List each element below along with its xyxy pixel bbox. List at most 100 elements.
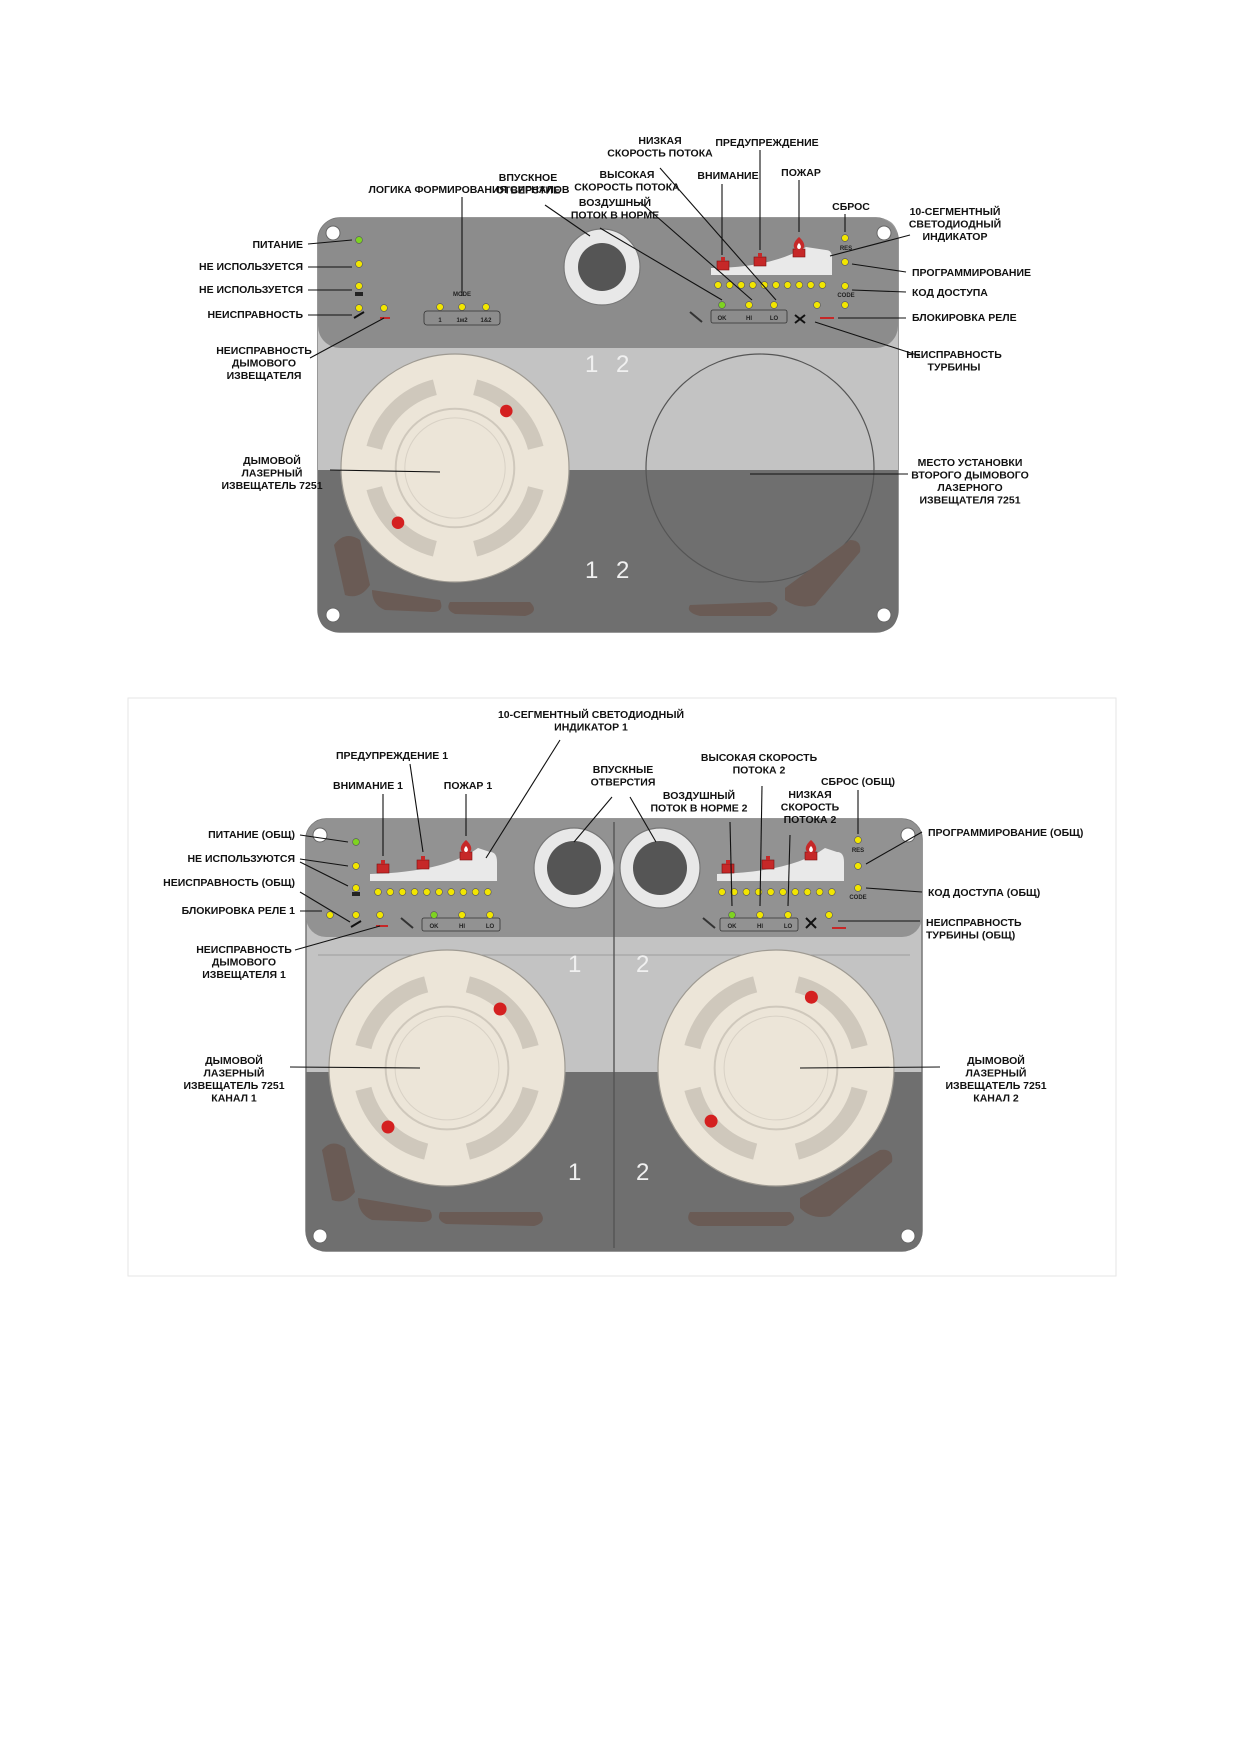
detector-vent-segment bbox=[355, 976, 429, 1050]
bargraph-2-segment-led bbox=[828, 888, 836, 896]
turbine-icon bbox=[794, 314, 806, 324]
flow-lo-1-text: LO bbox=[486, 924, 495, 930]
label-flow-ok: ПОТОК В НОРМЕ bbox=[571, 210, 659, 222]
detector-chamber bbox=[394, 407, 516, 529]
reset-text: RES bbox=[852, 848, 864, 854]
attention-1-icon-top bbox=[381, 860, 385, 864]
attention-icon bbox=[716, 257, 730, 271]
detector-led-dot bbox=[381, 1120, 395, 1134]
leader-warning-1 bbox=[409, 763, 424, 853]
warning-icon bbox=[753, 253, 767, 267]
leader-high-flow bbox=[639, 201, 753, 301]
bargraph-2-segment-led bbox=[730, 888, 738, 896]
leader-detector-2 bbox=[799, 1066, 941, 1069]
power-led bbox=[355, 236, 363, 244]
programming-led bbox=[854, 862, 862, 870]
label-reset-group: СБРОС bbox=[832, 201, 870, 213]
bargraph-segment-led bbox=[783, 281, 792, 289]
label-access-code: КОД ДОСТУПА (ОБЩ) bbox=[928, 887, 1040, 899]
attention-icon-top bbox=[721, 257, 725, 261]
leader-detector-fault-1 bbox=[294, 925, 381, 951]
label-programming: ПРОГРАММИРОВАНИЕ (ОБЩ) bbox=[928, 827, 1083, 839]
smoke-detector bbox=[340, 353, 570, 583]
label-access-code-group: КОД ДОСТУПА bbox=[912, 287, 988, 299]
bargraph-segment-led bbox=[714, 281, 722, 289]
grip-pad bbox=[448, 602, 534, 616]
label-detector-2: ИЗВЕЩАТЕЛЬ 7251 bbox=[945, 1080, 1046, 1092]
led-indicator bbox=[784, 911, 792, 919]
channel-number-top-2: 2 bbox=[636, 951, 649, 978]
detector-vent-segment bbox=[473, 486, 544, 557]
detector-fault-led bbox=[376, 911, 384, 919]
label-detector: ДЫМОВОЙ bbox=[243, 454, 301, 467]
mount-hole bbox=[312, 827, 328, 843]
label-bargraph-1: ИНДИКАТОР 1 bbox=[554, 722, 628, 734]
leader-fault bbox=[299, 891, 351, 923]
bargraph-segment-led bbox=[772, 281, 780, 289]
grip-pad bbox=[800, 1149, 893, 1217]
label-reset: СБРОС (ОБЩ) bbox=[821, 776, 895, 788]
label-power-group: ПИТАНИЕ (ОБЩ) bbox=[208, 829, 295, 841]
warning-1-icon bbox=[416, 856, 430, 870]
grip-pad bbox=[785, 540, 861, 607]
label-access-code-group: КОД ДОСТУПА (ОБЩ) bbox=[928, 887, 1040, 899]
label-fault-group: НЕИСПРАВНОСТЬ (ОБЩ) bbox=[163, 877, 295, 889]
label-warning-1: ПРЕДУПРЕЖДЕНИЕ 1 bbox=[336, 750, 448, 762]
label-inlet: ОТВЕРСТИЕ bbox=[496, 185, 560, 197]
label-detector-fault: ИЗВЕЩАТЕЛЯ bbox=[227, 370, 302, 382]
label-warning-group: ПРЕДУПРЕЖДЕНИЕ bbox=[715, 137, 818, 149]
fault-icon bbox=[352, 892, 360, 896]
second-detector-place bbox=[645, 353, 875, 583]
flow-box bbox=[710, 309, 788, 324]
label-fire-1-group: ПОЖАР 1 bbox=[444, 780, 493, 792]
label-unused-b-group: НЕ ИСПОЛЬЗУЕТСЯ bbox=[199, 284, 303, 296]
label-detector-1: ИЗВЕЩАТЕЛЬ 7251 bbox=[183, 1080, 284, 1092]
label-fire-1: ПОЖАР 1 bbox=[444, 780, 493, 792]
bargraph-segment-led bbox=[749, 281, 757, 289]
label-detector-2: ДЫМОВОЙ bbox=[967, 1054, 1025, 1067]
label-power-group: ПИТАНИЕ bbox=[252, 239, 303, 251]
led-indicator bbox=[482, 303, 490, 311]
label-attention: ВНИМАНИЕ bbox=[697, 170, 758, 182]
label-second-place: МЕСТО УСТАНОВКИ bbox=[918, 457, 1023, 469]
label-turbine-fault: ТУРБИНЫ bbox=[928, 362, 981, 374]
airflow-icon bbox=[689, 311, 703, 323]
bargraph-2-segment-led bbox=[718, 888, 726, 896]
bargraph-segment-led bbox=[818, 281, 827, 289]
led-indicator bbox=[430, 911, 438, 919]
leader-power bbox=[299, 834, 349, 843]
leader-access-code bbox=[851, 289, 907, 293]
warning-icon-top bbox=[758, 253, 762, 257]
label-high-flow-2: ПОТОКА 2 bbox=[733, 765, 786, 777]
leader-flow-ok bbox=[599, 227, 723, 301]
leader-detector-1 bbox=[289, 1066, 421, 1069]
label-turbine-fault: ТУРБИНЫ (ОБЩ) bbox=[926, 930, 1015, 942]
bargraph-2-segment-led bbox=[767, 888, 775, 896]
detector-vent-segment bbox=[684, 1086, 758, 1160]
turbine-icon bbox=[805, 917, 817, 929]
leader-inlet-1 bbox=[573, 796, 613, 843]
label-fire-group: ПОЖАР bbox=[781, 167, 821, 179]
label-unused-a-group: НЕ ИСПОЛЬЗУЕТСЯ bbox=[199, 261, 303, 273]
leader-low-flow-2 bbox=[787, 834, 791, 907]
fire-icon-core bbox=[809, 846, 813, 852]
mode-option: 1&2 bbox=[480, 318, 492, 324]
label-programming-group: ПРОГРАММИРОВАНИЕ bbox=[912, 267, 1031, 279]
leader-bargraph bbox=[829, 234, 911, 257]
label-attention-group: ВНИМАНИЕ bbox=[697, 170, 758, 182]
mount-hole bbox=[900, 1228, 916, 1244]
bargraph-segment-led bbox=[807, 281, 815, 289]
label-relay-lock-group: БЛОКИРОВКА РЕЛЕ bbox=[912, 312, 1017, 324]
detector-vent-segment bbox=[366, 379, 437, 450]
fire-icon-core bbox=[464, 846, 468, 852]
bargraph-1-segment-led bbox=[484, 888, 492, 896]
label-detector-fault: ДЫМОВОГО bbox=[232, 358, 296, 370]
label-high-flow: ВЫСОКАЯ bbox=[600, 169, 655, 181]
